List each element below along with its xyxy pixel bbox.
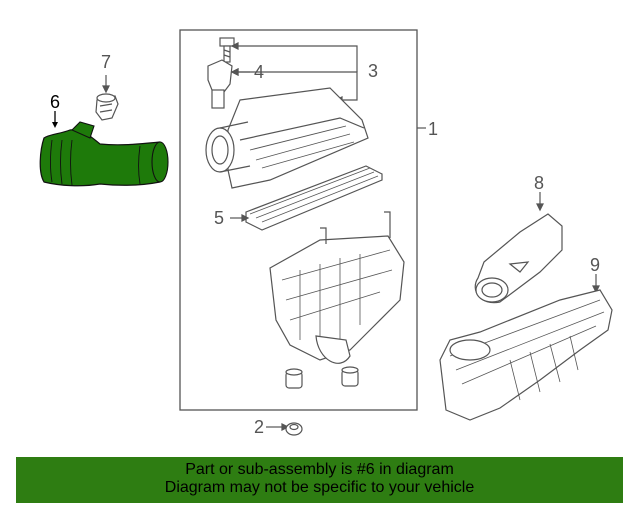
callout-4: 4 [254, 62, 265, 82]
callout-5: 5 [214, 208, 225, 228]
callout-1: 1 [428, 119, 439, 139]
part-3-bolt [219, 37, 235, 63]
callout-8: 8 [534, 173, 545, 193]
banner-line-1: Part or sub-assembly is #6 in diagram [185, 461, 454, 478]
banner-line-2: Diagram may not be specific to your vehi… [164, 479, 475, 496]
part-4-sensor [207, 59, 233, 109]
leader-5 [230, 214, 250, 222]
callout-2: 2 [254, 417, 265, 437]
grommets [285, 366, 359, 389]
part-9-resonator [439, 274, 613, 421]
callout-3: 3 [368, 61, 379, 81]
assembly-box [179, 29, 418, 411]
part-2-grommet [266, 422, 303, 436]
part-6-intake-hose [39, 111, 169, 187]
callout-9: 9 [590, 255, 601, 275]
part-8-duct [474, 192, 563, 304]
leader-4 [230, 68, 250, 76]
parts-diagram [39, 29, 613, 436]
lower-housing [269, 211, 405, 364]
callout-6: 6 [50, 92, 61, 112]
callout-7: 7 [101, 52, 112, 72]
part-7-clip [95, 75, 119, 121]
air-cleaner-cover [205, 87, 369, 189]
info-banner: Part or sub-assembly is #6 in diagram Di… [16, 457, 623, 503]
part-5-filter [245, 165, 383, 231]
